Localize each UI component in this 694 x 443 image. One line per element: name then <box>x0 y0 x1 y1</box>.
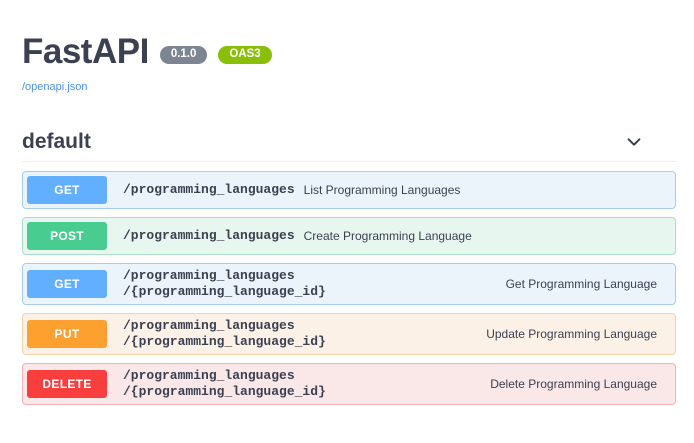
tag-header-toggle[interactable]: default <box>22 131 676 162</box>
operation-method-badge: DELETE <box>27 370 107 398</box>
tag-section-default: default <box>0 131 694 162</box>
operation-method-badge: PUT <box>27 320 107 348</box>
operation-row[interactable]: PUT/programming_languages /{programming_… <box>22 313 676 355</box>
operation-method-badge: GET <box>27 176 107 204</box>
operation-summary: Update Programming Language <box>486 326 657 341</box>
chevron-down-icon[interactable] <box>625 133 643 151</box>
operation-summary: Get Programming Language <box>505 276 657 291</box>
operation-method-badge: POST <box>27 222 107 250</box>
operations-list: GET/programming_languages List Programmin… <box>0 162 694 405</box>
operation-summary: Delete Programming Language <box>490 376 657 391</box>
operation-path: /programming_languages <box>123 228 295 243</box>
oas-badge: OAS3 <box>218 45 272 65</box>
openapi-spec-link[interactable]: /openapi.json <box>22 81 88 93</box>
operation-row[interactable]: DELETE/programming_languages /{programmi… <box>22 363 676 405</box>
version-badge: 0.1.0 <box>159 45 208 65</box>
operation-path: /programming_languages /{programming_lan… <box>123 318 326 349</box>
operation-summary: List Programming Languages <box>303 182 461 197</box>
operation-path: /programming_languages /{programming_lan… <box>123 268 326 299</box>
operation-row[interactable]: GET/programming_languages /{programming_… <box>22 263 676 305</box>
operation-path: /programming_languages /{programming_lan… <box>123 368 326 399</box>
operation-path: /programming_languages <box>123 182 295 197</box>
title-row: FastAPI 0.1.0 OAS3 <box>22 30 674 72</box>
api-header: FastAPI 0.1.0 OAS3 /openapi.json <box>0 0 694 95</box>
tag-name-label: default <box>22 130 91 153</box>
operation-method-badge: GET <box>27 270 107 298</box>
page-title: FastAPI <box>22 31 149 71</box>
operation-row[interactable]: GET/programming_languages List Programmin… <box>22 171 676 209</box>
operation-summary: Create Programming Language <box>303 228 472 243</box>
operation-row[interactable]: POST/programming_languages Create Program… <box>22 217 676 255</box>
